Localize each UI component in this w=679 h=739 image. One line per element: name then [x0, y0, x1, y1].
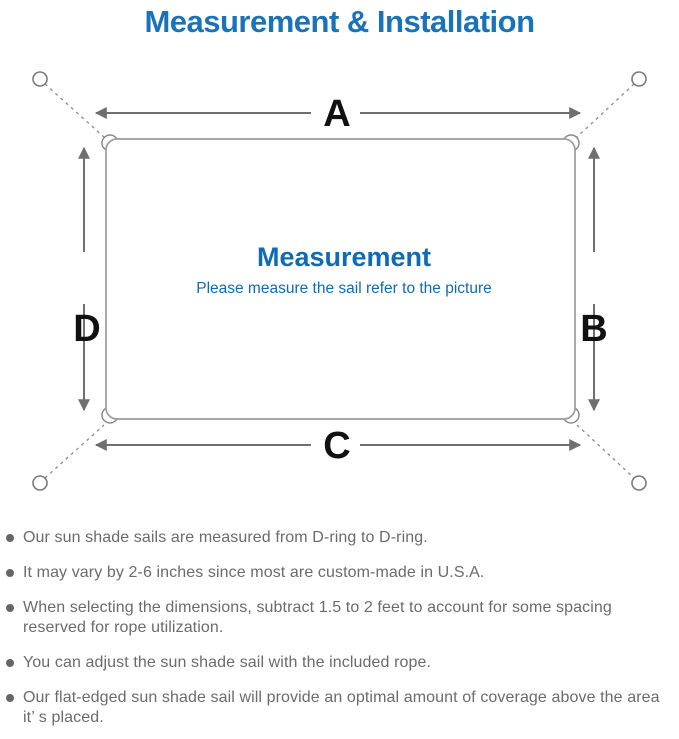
dimension-label-b: B [580, 308, 607, 350]
instruction-text: It may vary by 2-6 inches since most are… [23, 564, 485, 581]
sail-diagram-svg: A B C D Measurement Please measure the s… [32, 71, 647, 491]
instruction-item-1: Our sun shade sails are measured from D-… [6, 528, 675, 548]
anchor-points [32, 71, 647, 491]
bullet-icon [6, 604, 14, 612]
diagram-center-subtitle: Please measure the sail refer to the pic… [196, 280, 492, 297]
rope-line-top-right [576, 83, 635, 138]
rope-line-bottom-right [576, 424, 635, 479]
page-title: Measurement & Installation [144, 4, 535, 39]
instruction-item-2: It may vary by 2-6 inches since most are… [6, 563, 675, 583]
dimension-label-c: C [323, 425, 350, 467]
instruction-item-5: Our flat-edged sun shade sail will provi… [6, 688, 675, 728]
bullet-icon [6, 694, 14, 702]
instruction-text: Our sun shade sails are measured from D-… [23, 529, 428, 546]
dimension-arrows [78, 107, 600, 451]
dimension-label-a: A [323, 93, 350, 135]
bullet-icon [6, 569, 14, 577]
instruction-text: Our flat-edged sun shade sail will provi… [23, 689, 660, 726]
anchor-point-bottom-left [32, 475, 48, 491]
dimension-label-d: D [73, 308, 100, 350]
anchor-point-top-left [32, 71, 48, 87]
anchor-point-bottom-right [631, 475, 647, 491]
measurement-diagram: A B C D Measurement Please measure the s… [0, 50, 679, 520]
instruction-item-3: When selecting the dimensions, subtract … [6, 598, 675, 638]
diagram-center-title: Measurement [257, 242, 431, 272]
rope-line-bottom-left [44, 424, 105, 479]
sail-outline [105, 138, 576, 420]
instruction-item-4: You can adjust the sun shade sail with t… [6, 653, 675, 673]
rope-lines [44, 83, 635, 479]
instruction-text: When selecting the dimensions, subtract … [23, 599, 612, 636]
instruction-list: Our sun shade sails are measured from D-… [0, 528, 679, 739]
instruction-text: You can adjust the sun shade sail with t… [23, 654, 432, 671]
bullet-icon [6, 659, 14, 667]
rope-line-top-left [44, 83, 105, 138]
bullet-icon [6, 534, 14, 542]
anchor-point-top-right [631, 71, 647, 87]
